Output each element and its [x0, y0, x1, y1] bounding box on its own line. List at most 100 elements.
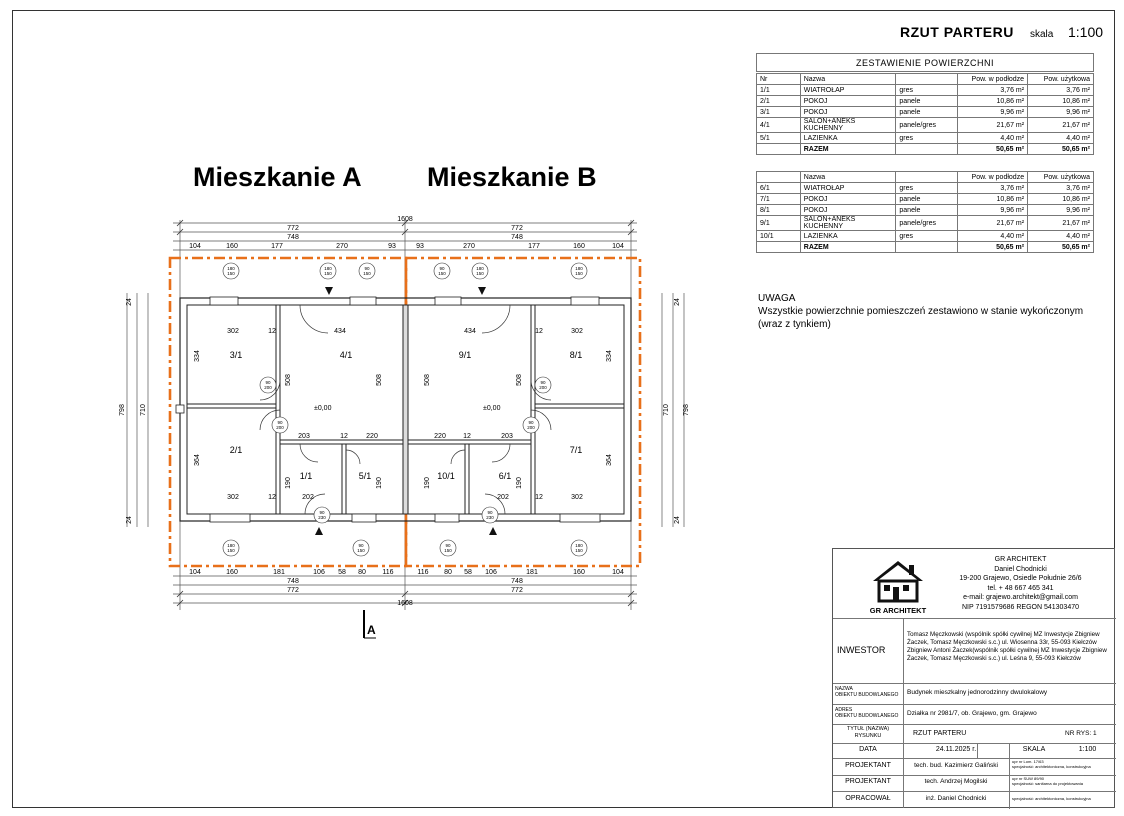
designer-role: PROJEKTANT	[845, 762, 891, 769]
window-tag-value: 180	[227, 266, 235, 271]
entrance-arrow	[489, 527, 497, 535]
dim-bottom: 106	[485, 569, 497, 576]
address-label: ADRES OBIEKTU BUDOWLANEGO	[835, 707, 898, 719]
window-tag	[439, 539, 457, 557]
room-label: 3/1	[230, 350, 243, 360]
room-dim: 508	[516, 374, 523, 386]
designer-role: OPRACOWAŁ	[845, 795, 891, 802]
object-address: Działka nr 2981/7, ob. Grajewo, gm. Graj…	[907, 710, 1037, 717]
drawing-title: RZUT PARTERU	[913, 730, 967, 737]
door-tag-value: 90	[540, 380, 546, 385]
dim-top: 270	[463, 243, 475, 250]
room-dim: 12	[535, 494, 543, 501]
label-line: TYTUŁ (NAZWA)	[846, 726, 890, 732]
area-table-cell: gres	[895, 182, 959, 194]
window-tag-value: 180	[324, 266, 332, 271]
area-table-cell: panele/gres	[895, 215, 959, 231]
dim-bottom: 181	[273, 569, 285, 576]
area-table-cell: 4/1	[756, 117, 801, 133]
dim-half-top-b: 772	[511, 225, 523, 232]
window-tag-value: 150	[575, 548, 583, 553]
room-label: 6/1	[499, 471, 512, 481]
dim-top: 160	[573, 243, 585, 250]
firm-line: GR ARCHITEKT	[994, 556, 1047, 563]
note-block: UWAGA Wszystkie powierzchnie pomieszczeń…	[758, 292, 1083, 331]
area-table-cell: SALON+ANEKS KUCHENNY	[799, 215, 897, 231]
room-label: 2/1	[230, 445, 243, 455]
door-tag-value: 90	[277, 420, 283, 425]
door-tag	[271, 416, 289, 434]
dim-top: 104	[612, 243, 624, 250]
area-table-cell: POKOJ	[799, 95, 897, 107]
note-line-1: Wszystkie powierzchnie pomieszczeń zesta…	[758, 306, 1084, 317]
permit-line: specjalność: architektoniczna, konstrukc…	[1012, 764, 1091, 769]
window-tag-value: 150	[227, 548, 235, 553]
note-line-2: (wraz z tynkiem)	[758, 319, 831, 330]
area-table-cell: 3,76 m²	[957, 182, 1029, 194]
door-tag	[313, 506, 331, 524]
firm-line: e-mail: grajewo.architekt@gmail.com	[963, 594, 1078, 601]
area-table-cell: 3,76 m²	[957, 84, 1029, 96]
window-tag-value: 150	[324, 271, 332, 276]
window-tag	[570, 262, 588, 280]
area-table-cell: gres	[895, 230, 959, 242]
area-table-cell: panele	[895, 204, 959, 216]
dim-bottom: 80	[444, 569, 452, 576]
area-table-cell: 10,86 m²	[1027, 95, 1094, 107]
room-dim: 203	[501, 433, 513, 440]
window	[434, 296, 462, 306]
dim-bottom: 104	[189, 569, 201, 576]
room-label: 10/1	[437, 471, 455, 481]
doors	[259, 304, 552, 515]
room-dim: 12	[340, 433, 348, 440]
room-dim: 334	[606, 350, 613, 362]
room-label: 4/1	[340, 350, 353, 360]
area-table-cell: 9,96 m²	[1027, 204, 1094, 216]
area-table-cell: POKOJ	[799, 106, 897, 118]
area-table-cell: 8/1	[756, 204, 801, 216]
door-tag	[259, 376, 277, 394]
door-tag-value: 200	[276, 425, 284, 430]
area-table-cell	[895, 241, 959, 253]
window-tag-value: 180	[575, 266, 583, 271]
dim-bottom: 58	[338, 569, 346, 576]
dim-bottom: 160	[226, 569, 238, 576]
dim-inner-bottom-b: 748	[511, 578, 523, 585]
firm-line: Daniel Chodnicki	[994, 565, 1047, 573]
window-tag	[433, 262, 451, 280]
door-tag-value: 200	[539, 385, 547, 390]
window-tag-values: 180 150 180 150 90 150 90 150 180 150 18…	[227, 266, 583, 553]
area-table-cell: 5/1	[756, 132, 801, 144]
area-table-cell: Pow. w podłodze	[957, 171, 1029, 183]
room-label: 5/1	[359, 471, 372, 481]
area-table-cell: WIATROŁAP	[799, 182, 897, 194]
area-table-cell: 6/1	[756, 182, 801, 194]
dim-height-right: 798	[683, 404, 690, 416]
area-table-cell: 50,65 m²	[1027, 143, 1094, 155]
scale-value: 1:100	[1078, 746, 1097, 753]
logo-text: GR ARCHITEKT	[870, 606, 927, 615]
window-tag-value: 90	[439, 266, 445, 271]
firm-line: 19-200 Grajewo, Osiedle Południe 26/6	[959, 575, 1082, 582]
dim-bottom: 106	[313, 569, 325, 576]
sheet-title: RZUT PARTERU	[900, 24, 1014, 40]
level-mark: ±0,00	[314, 405, 332, 412]
wall-dim: 24	[674, 516, 681, 524]
window-tag	[352, 539, 370, 557]
area-table-cell: 10,86 m²	[957, 193, 1029, 205]
door-tag-value: 230	[486, 515, 494, 520]
area-table-cell: 9/1	[756, 215, 801, 231]
window-tag	[358, 262, 376, 280]
note-title: UWAGA	[758, 293, 796, 304]
dim-total-top: 1608	[397, 216, 413, 223]
area-table-cell: LAZIENKA	[799, 132, 897, 144]
sheet-scale-label: skala	[1030, 29, 1054, 40]
wall-dim: 24	[126, 516, 133, 524]
area-table-cell: 4,40 m²	[957, 132, 1029, 144]
permit-line: specjalność: architektoniczna, konstrukc…	[1012, 796, 1091, 801]
section-marker: A	[363, 610, 376, 639]
